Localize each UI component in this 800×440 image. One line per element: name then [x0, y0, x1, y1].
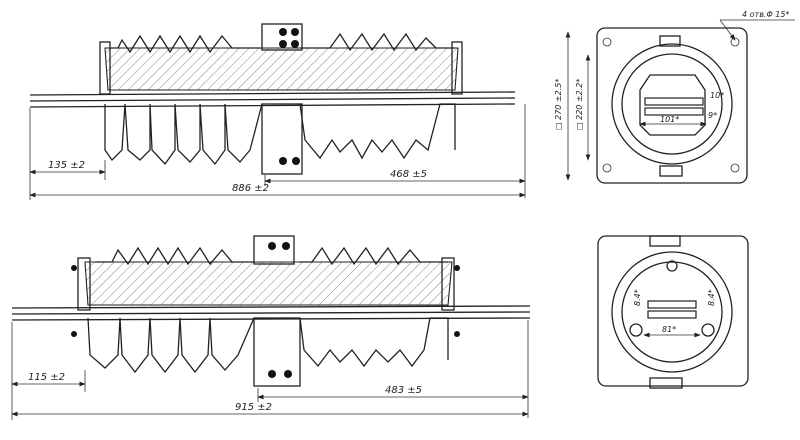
- top-end-outer-size: □ 270 ±2.5*: [554, 79, 563, 130]
- top-clamp-upper: [261, 23, 303, 51]
- bottom-rod-1: [11, 305, 531, 309]
- top-end-slot-width: 101*: [660, 115, 679, 124]
- bottom-end-slot-width: 81*: [662, 325, 676, 334]
- top-dim-right: 468 ±5: [390, 169, 427, 180]
- top-rod-2: [29, 97, 516, 102]
- top-dim-total: 886 ±2: [232, 183, 269, 194]
- bottom-end-dim-right: 8.4*: [707, 289, 716, 306]
- bottom-left-flange: [77, 257, 91, 311]
- bottom-end-view: 81* 8.4* 8.4*: [597, 235, 749, 389]
- top-clamp-lower: [261, 103, 303, 175]
- bottom-upper-sheds: [95, 246, 448, 266]
- top-rod-3: [29, 103, 516, 108]
- bottom-dim-right: 483 ±5: [385, 385, 422, 396]
- top-lower-sheds-right: [299, 103, 456, 160]
- top-end-inner-size: □ 220 ±2.2*: [575, 79, 584, 130]
- bottom-lower-sheds-right: [299, 317, 449, 368]
- bottom-end-clamp-top: [649, 235, 681, 247]
- top-end-slot-h1: 10*: [710, 91, 724, 100]
- top-lower-sheds: [104, 103, 263, 166]
- bottom-end-dim-left: 8.4*: [633, 289, 642, 306]
- bottom-end-outer-circle: [611, 251, 733, 373]
- bottom-end-inner-circle: [621, 261, 723, 363]
- top-end-inner-circle: [621, 53, 723, 155]
- bottom-upper-body: [84, 261, 453, 306]
- top-side-view: 135 ±2 468 ±5 886 ±2: [29, 23, 526, 200]
- bottom-lower-sheds: [87, 317, 255, 374]
- top-end-clamp-top: [659, 35, 681, 47]
- bottom-right-flange: [441, 257, 455, 311]
- top-dim-left: 135 ±2: [48, 160, 85, 171]
- top-end-hole-note: 4 отв.Φ 15*: [742, 10, 789, 19]
- bottom-rod-2: [11, 311, 531, 315]
- top-rod-1: [29, 91, 516, 96]
- bottom-end-clamp-bottom: [649, 377, 683, 389]
- top-end-flange: [596, 27, 748, 184]
- bottom-clamp-lower: [253, 317, 301, 387]
- top-end-slot-h2: 9*: [708, 111, 717, 120]
- top-end-clamp-bottom: [659, 165, 683, 177]
- top-upper-body: [104, 47, 459, 91]
- bottom-dim-left: 115 ±2: [28, 372, 65, 383]
- top-end-outer-circle: [611, 43, 733, 165]
- top-upper-sheds: [110, 32, 455, 54]
- top-right-flange: [451, 41, 463, 95]
- bottom-dim-total: 915 ±2: [235, 402, 272, 413]
- bottom-clamp-upper: [253, 235, 295, 265]
- bottom-side-view: 115 ±2 483 ±5 915 ±2: [11, 235, 531, 420]
- top-end-view: □ 270 ±2.5* □ 220 ±2.2* 101* 10* 9* 4 от…: [554, 10, 795, 184]
